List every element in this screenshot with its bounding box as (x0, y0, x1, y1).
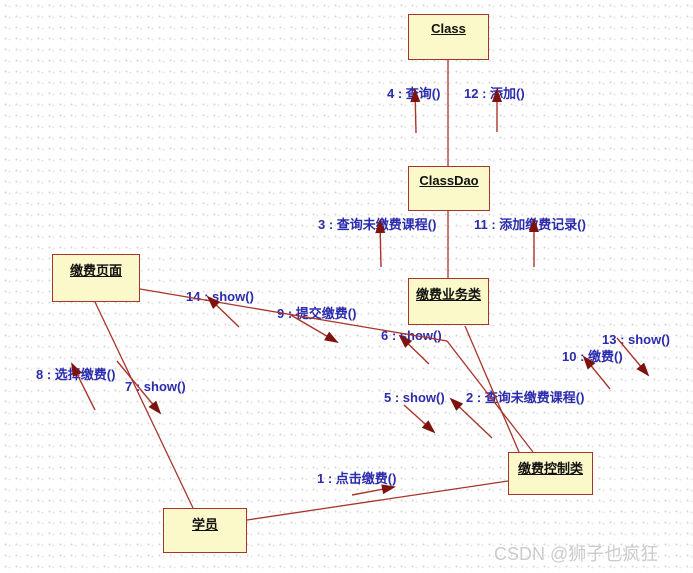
message-label-13: 13 : show() (602, 332, 670, 347)
message-arrow-8 (71, 362, 96, 411)
message-arrow-13 (616, 337, 650, 377)
node-payment-control[interactable]: 缴费控制类 (508, 452, 593, 495)
message-arrow-10 (582, 355, 611, 390)
csdn-watermark: CSDN @狮子也疯狂 (494, 544, 659, 564)
message-arrow-14 (206, 295, 240, 328)
message-arrow-4 (410, 88, 421, 134)
link-business-control (464, 325, 520, 453)
message-label-7: 7 : show() (125, 379, 186, 394)
message-label-1: 1 : 点击缴费() (317, 471, 397, 486)
node-class[interactable]: Class (408, 14, 489, 60)
message-arrow-3 (375, 219, 386, 268)
message-label-9: 9 : 提交缴费() (277, 306, 357, 321)
node-payment-page-title: 缴费页面 (69, 263, 122, 278)
message-arrow-7 (116, 360, 162, 415)
node-payment-control-title: 缴费控制类 (517, 461, 583, 476)
node-class-title: Class (431, 21, 466, 36)
node-student[interactable]: 学员 (163, 508, 247, 553)
link-page-student (94, 301, 194, 509)
message-arrow-6 (398, 334, 430, 365)
node-classdao-title: ClassDao (419, 173, 479, 188)
message-arrow-9 (288, 313, 339, 344)
message-arrow-5 (403, 404, 436, 434)
node-payment-business[interactable]: 缴费业务类 (408, 278, 489, 325)
message-label-2: 2 : 查询未缴费课程() (466, 390, 585, 405)
node-payment-page[interactable]: 缴费页面 (52, 254, 140, 302)
link-student-control (246, 480, 509, 521)
message-arrow-2 (449, 397, 493, 439)
message-arrow-1 (351, 484, 396, 496)
node-student-title: 学员 (191, 517, 218, 532)
link-page-control (139, 288, 534, 453)
node-classdao[interactable]: ClassDao (408, 166, 490, 211)
message-label-5: 5 : show() (384, 390, 445, 405)
node-payment-business-title: 缴费业务类 (415, 287, 481, 302)
